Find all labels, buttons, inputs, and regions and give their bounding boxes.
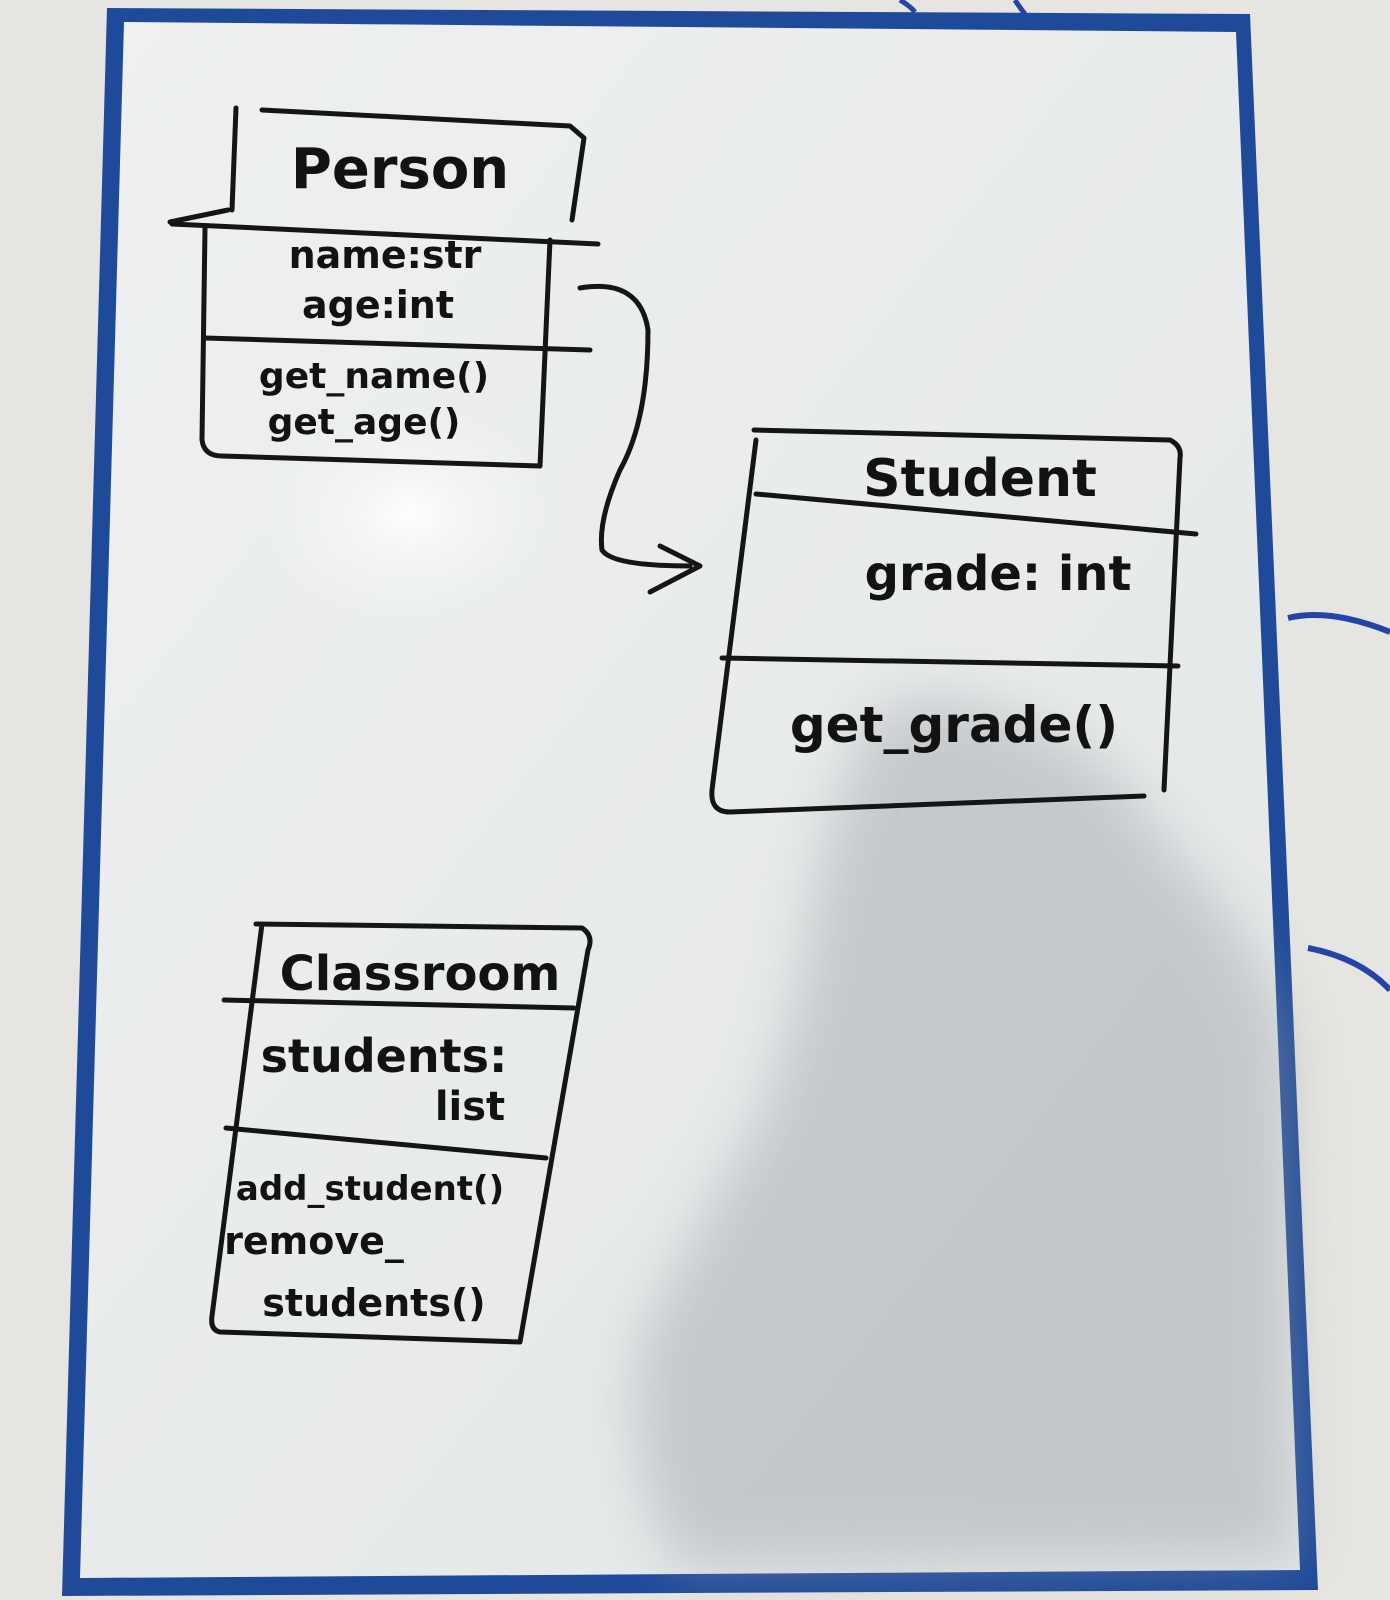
person-method-1: get_name() [259,356,489,397]
student-method-1: get_grade() [790,696,1118,754]
student-attribute-1: grade: int [865,546,1132,602]
class-student: Student grade: int get_grade() [709,427,1199,815]
person-class-name: Person [291,137,509,202]
class-classroom: Classroom students: list add_student() r… [209,921,593,1345]
classroom-attribute-2: list [435,1084,505,1130]
arrow-person-to-student [577,283,703,595]
classroom-attribute-1: students: [261,1029,508,1083]
person-divider-2 [202,335,593,353]
student-divider-2 [719,655,1181,669]
classroom-outer-box [209,921,593,1345]
photographer-shadow [635,697,1295,1570]
person-name-box [167,105,587,225]
classroom-divider-1 [221,997,577,1011]
person-attribute-2: age:int [302,283,454,327]
student-outer-box [709,427,1183,815]
student-divider-1 [753,491,1199,537]
person-body-box [199,225,553,469]
classroom-method-2: remove_ [224,1219,404,1263]
class-person: Person name:str age:int get_name() get_a… [167,105,601,469]
classroom-method-1: add_student() [236,1169,504,1209]
classroom-divider-2 [223,1125,549,1161]
person-attribute-1: name:str [289,233,482,277]
arrow-line [577,283,693,569]
hanging-cord-right-upper [1287,612,1390,635]
student-class-name: Student [863,449,1097,509]
arrow-head-icon [647,543,703,595]
person-method-2: get_age() [268,402,461,443]
classroom-class-name: Classroom [280,946,561,1002]
person-divider-1 [169,221,601,247]
hanging-cord-top [898,0,1027,16]
hanging-cord-right-lower [1307,945,1390,993]
classroom-method-3: students() [262,1281,485,1325]
